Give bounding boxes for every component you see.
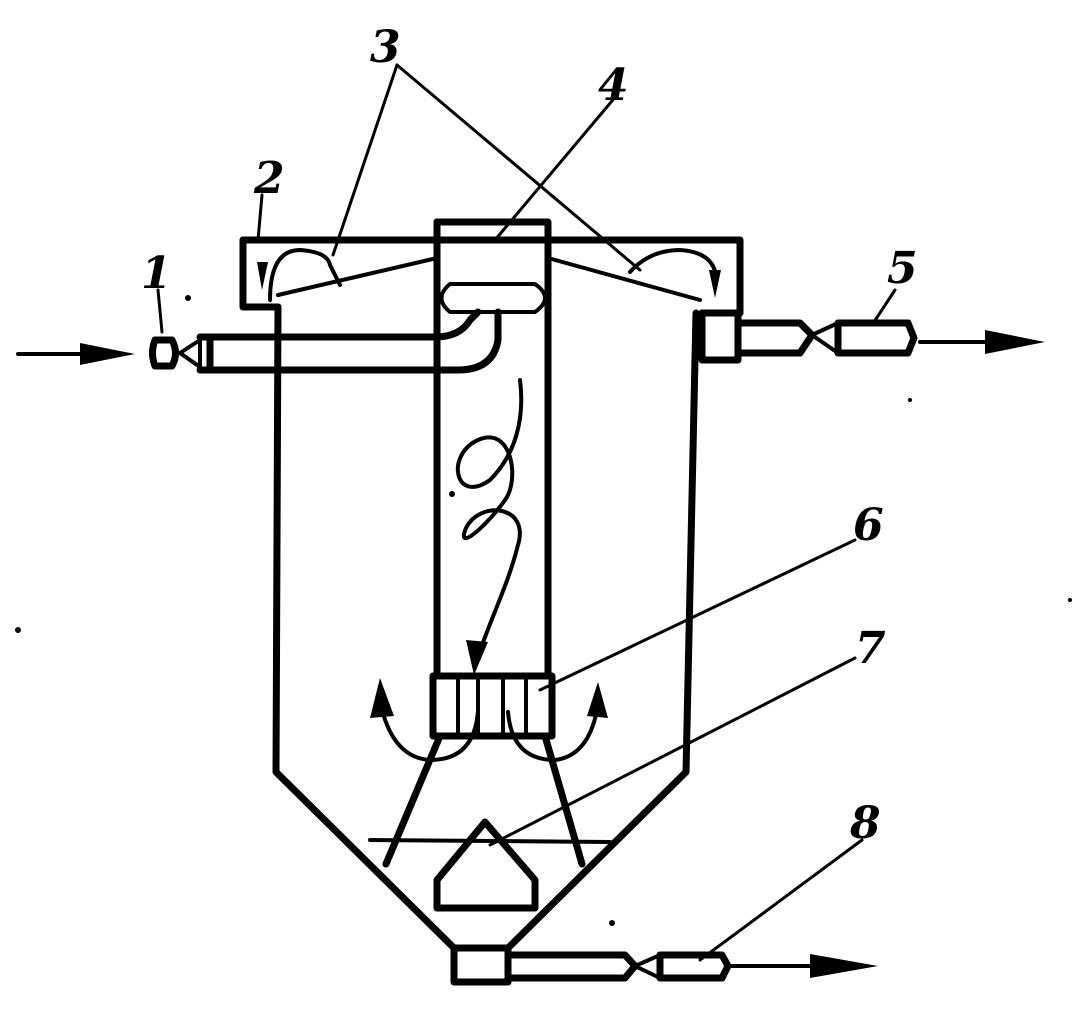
- right-outflow-up-arrow-icon: [587, 682, 608, 718]
- gas-outlet-box: [698, 309, 816, 364]
- label-1: 1: [141, 248, 172, 299]
- label-6: 6: [853, 500, 884, 551]
- outlet-arrow-top-head: [985, 330, 1045, 354]
- leader-1: [156, 288, 164, 334]
- swirl-vanes: [257, 248, 721, 302]
- inlet-pipe: [16, 308, 502, 374]
- label-2: 2: [253, 153, 285, 204]
- inlet-arrow-head: [80, 343, 135, 365]
- vortex-flow-path: [455, 378, 524, 675]
- label-8: 8: [849, 798, 881, 849]
- outlet-pipe: [810, 319, 1045, 357]
- leader-7: [488, 656, 857, 847]
- outlet-arrow-bottom-head: [810, 954, 878, 978]
- leader-8: [698, 838, 864, 962]
- bottom-discharge: [450, 944, 878, 986]
- label-5: 5: [887, 243, 918, 294]
- cone-deflector: [433, 818, 539, 912]
- top-header-housing: [239, 236, 744, 317]
- central-vortex-tube: [382, 218, 586, 868]
- scan-specks: [15, 295, 1072, 926]
- vessel-body: [272, 303, 700, 952]
- vortex-down-arrow-icon: [466, 640, 488, 675]
- label-7: 7: [855, 623, 886, 674]
- leader-3a: [331, 63, 399, 257]
- leader-5: [870, 288, 897, 327]
- number-labels: 1 2 3 4 5 6 7 8: [141, 22, 918, 849]
- leader-2: [256, 193, 264, 242]
- left-vane-down-arrow-icon: [257, 262, 268, 290]
- label-3: 3: [370, 22, 401, 73]
- label-4: 4: [598, 60, 629, 111]
- grid-outflow-arrows: [370, 678, 608, 762]
- leader-4: [493, 93, 619, 242]
- left-outflow-up-arrow-icon: [370, 678, 394, 718]
- leader-6: [538, 538, 857, 692]
- leader-3b: [395, 63, 642, 272]
- leader-lines: [156, 63, 897, 962]
- right-vane-down-arrow-icon: [709, 270, 721, 298]
